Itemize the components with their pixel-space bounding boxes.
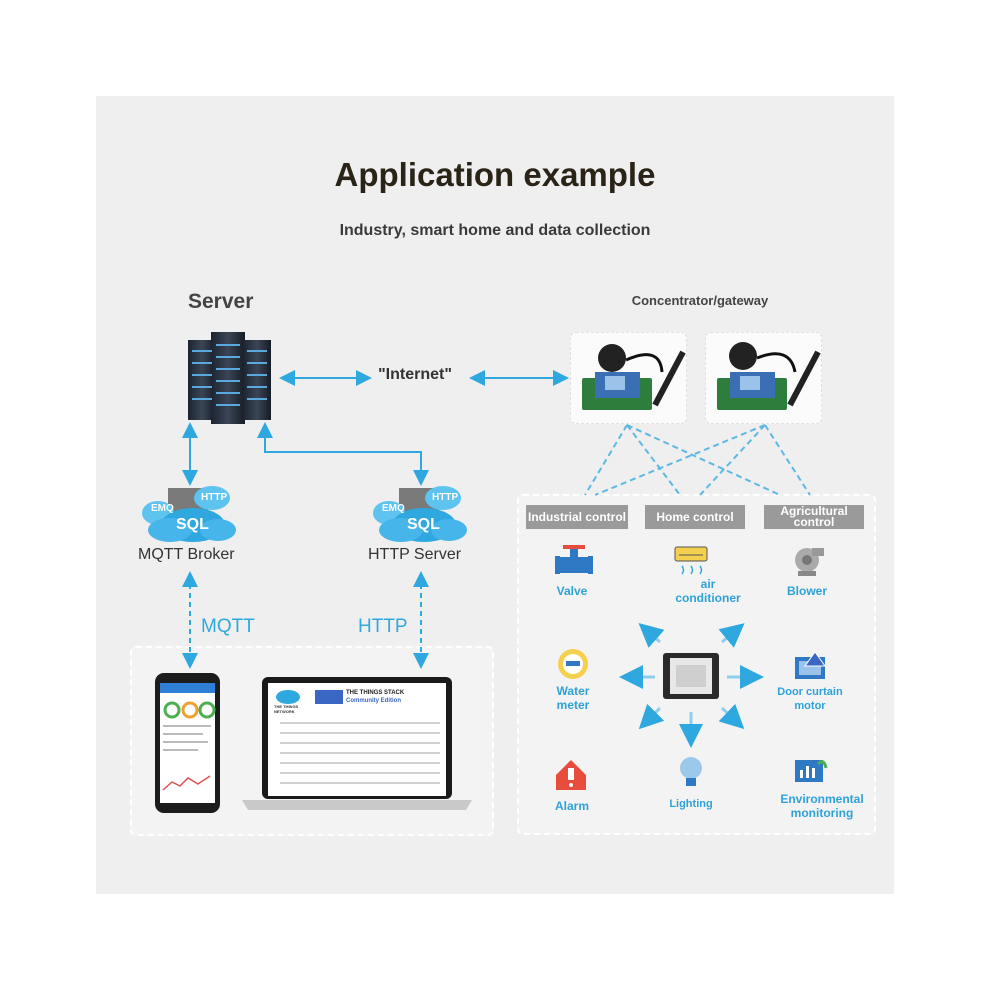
gateway-board-2 — [717, 342, 821, 410]
device-door-curtain-motor-label: Door curtain motor — [777, 686, 843, 712]
http-emq-badge: EMQ — [382, 503, 405, 514]
mqtt-sql-badge: SQL — [176, 516, 209, 533]
valve-icon — [555, 545, 593, 574]
server-label: Server — [188, 290, 254, 313]
gateway-label: Concentrator/gateway — [631, 293, 769, 308]
category-industrial-control: Industrial control — [526, 505, 628, 529]
category-agricultural-control: Agricultural control — [764, 505, 864, 529]
device-alarm-label: Alarm — [554, 799, 589, 813]
water-meter-icon — [558, 649, 588, 679]
internet-label: "Internet" — [378, 366, 452, 383]
http-sql-badge: SQL — [407, 516, 440, 533]
device-water-meter-label: Water meter — [556, 684, 590, 712]
mqtt-emq-badge: EMQ — [151, 503, 174, 514]
device-lighting-label: Lighting — [669, 798, 713, 810]
door-curtain-motor-icon — [795, 651, 826, 679]
mqtt-http-badge: HTTP — [201, 492, 228, 503]
ttn-brand-bottom: NETWORK — [274, 709, 295, 714]
lora-module-chip — [663, 653, 719, 699]
laptop-dashboard — [242, 677, 472, 810]
server-rack-icon — [188, 332, 271, 424]
mqtt-broker-cloud-icon — [142, 486, 236, 542]
device-valve-label: Valve — [556, 584, 588, 598]
http-protocol-label: HTTP — [358, 616, 408, 637]
smartphone-app — [155, 673, 220, 813]
category-home-control: Home control — [645, 505, 745, 529]
environmental-monitoring-icon — [795, 760, 828, 782]
device-air-conditioner-label: air conditioner — [675, 577, 741, 605]
device-blower-label: Blower — [786, 584, 827, 598]
ttn-brand-top: THE THINGS — [274, 704, 299, 709]
ttn-brand: THE THINGS NETWORK — [274, 704, 298, 714]
http-http-badge: HTTP — [432, 492, 459, 503]
alarm-icon — [556, 760, 586, 790]
mqtt-protocol-label: MQTT — [201, 616, 255, 637]
blower-icon — [795, 548, 824, 576]
air-conditioner-icon — [674, 546, 708, 575]
page-subtitle: Industry, smart home and data collection — [339, 222, 651, 239]
http-server-cloud-icon — [373, 486, 467, 542]
http-server-label: HTTP Server — [368, 546, 462, 563]
gateway-board-1 — [582, 344, 686, 410]
mqtt-broker-label: MQTT Broker — [138, 546, 235, 563]
device-environmental-monitoring-label: Environmental monitoring — [780, 792, 864, 820]
lighting-icon — [680, 757, 702, 786]
stack-title: THE THINGS STACK — [346, 690, 405, 696]
page-title: Application example — [334, 156, 656, 193]
stack-subtitle: Community Edition — [346, 698, 401, 704]
